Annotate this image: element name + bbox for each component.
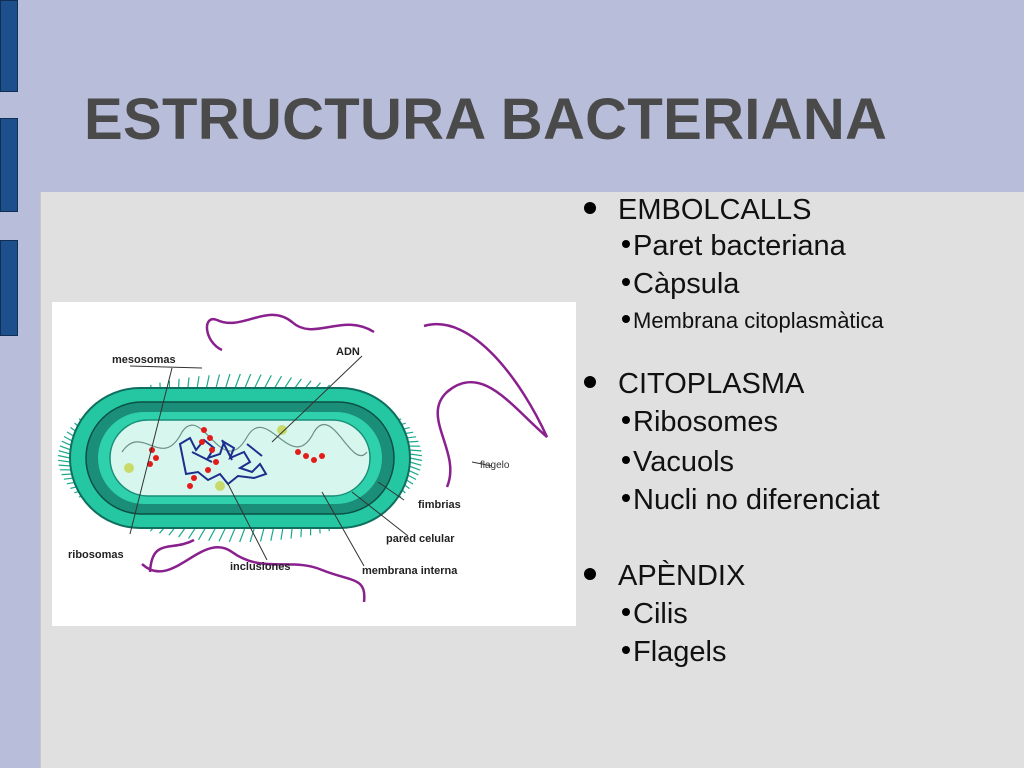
fimbria [253,374,262,389]
fimbria [239,527,246,543]
fimbria [244,373,252,389]
list-item: Vacuols [622,446,734,479]
section-heading-apendix: APÈNDIX [584,560,745,593]
label-ribosomas: ribosomas [68,549,124,561]
ribosome-dot [187,483,193,489]
fimbria [228,527,236,543]
bacteria-diagram: mesosomas ADN flagelo fimbrias pared cel… [52,302,576,626]
fimbria [263,375,272,389]
label-flagelo: flagelo [480,460,510,471]
fimbria [58,459,71,463]
bullet-icon [584,568,596,581]
ribosome-dot [205,467,211,473]
fimbria [59,445,72,451]
fimbria [259,527,265,542]
label-mesosomas: mesosomas [112,354,176,366]
flagellum-top-right [423,323,549,488]
ribosome-dot [295,449,301,455]
bullet-icon [622,608,630,617]
flagellum-bottom [141,545,366,603]
list-item: Nucli no diferenciat [622,484,880,517]
ribosomes [147,427,325,489]
leader-lines [129,355,493,567]
slide-tab-2 [0,118,18,212]
ribosome-dot [191,475,197,481]
ribosome-dot [209,447,215,453]
inclusions [124,425,287,491]
bullet-icon [584,202,596,215]
fimbria [58,450,71,455]
ribosome-dot [199,439,205,445]
fimbria [208,527,217,541]
label-membrana-interna: membrana interna [362,565,458,577]
ribosome-dot [319,453,325,459]
ribosome-dot [207,435,213,441]
list-item: Cilis [622,598,688,631]
mesosome-folds [121,423,368,456]
label-adn: ADN [336,346,360,358]
bullet-icon [622,315,630,324]
fimbria [408,449,422,452]
section-heading-citoplasma: CITOPLASMA [584,368,804,401]
slide-tab-3 [0,240,18,336]
label-pared-celular: pared celular [386,533,455,545]
list-item: Membrana citoplasmàtica [622,308,884,334]
fimbria [224,373,231,389]
bacteria-illustration: mesosomas ADN flagelo fimbrias pared cel… [57,313,549,603]
ribosome-dot [303,453,309,459]
list-item: Ribosomes [622,406,778,439]
bullet-icon [622,494,630,503]
bullet-icon [622,416,630,425]
fimbria [215,374,221,389]
section-heading-embolcalls: EMBOLCALLS [584,194,811,227]
flagellum-bottom-left [148,538,195,573]
slide-title: ESTRUCTURA BACTERIANA [84,87,888,152]
bullet-icon [622,456,630,465]
fimbria [409,453,422,457]
list-item: Paret bacteriana [622,230,846,263]
fimbria [249,527,256,543]
fimbria [409,457,423,462]
ribosome-dot [213,459,219,465]
flagellum-right [205,313,375,352]
fimbria [58,464,72,467]
list-item: Flagels [622,636,727,669]
fimbria [408,465,421,471]
cytoplasm [109,419,371,497]
dna-strand [178,436,268,486]
ribosome-dot [153,455,159,461]
fimbria [218,527,227,542]
list-item: Càpsula [622,268,739,301]
bullet-icon [622,240,630,249]
label-fimbrias: fimbrias [418,499,461,511]
bullet-icon [584,376,596,389]
ribosome-dot [201,427,207,433]
bullet-icon [622,646,630,655]
ribosome-dot [311,457,317,463]
slide-tab-1 [0,0,18,92]
fimbria [234,373,241,389]
fimbria [57,454,71,459]
label-inclusiones: inclusiones [230,561,291,573]
fimbria [409,461,422,466]
bullet-icon [622,278,630,287]
